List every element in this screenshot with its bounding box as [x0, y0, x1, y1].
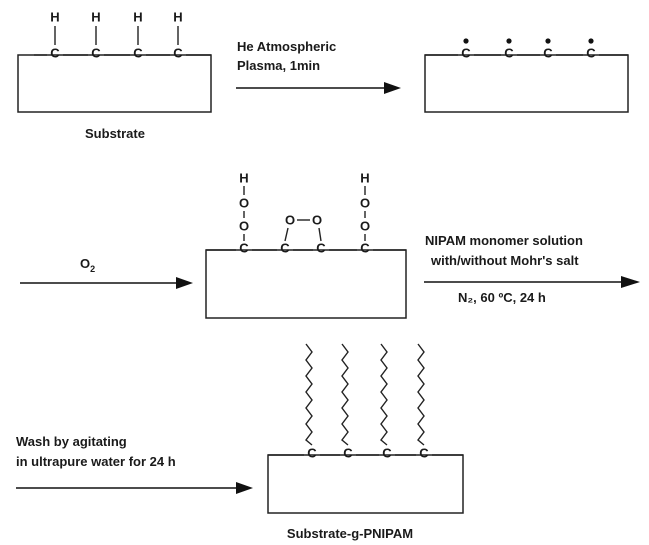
wash-label-line1: Wash by agitating — [16, 434, 127, 449]
wash-arrow: Wash by agitating in ultrapure water for… — [16, 434, 253, 494]
plasma-label-line1: He Atmospheric — [237, 39, 336, 54]
hydrogen-atom: H — [91, 10, 100, 25]
peroxide-substrate: C C C C H O O O O H O O — [205, 171, 407, 319]
polymer-chain — [417, 343, 425, 446]
radical-dot — [545, 38, 551, 44]
carbon-atom: C — [173, 46, 183, 61]
polymer-chain — [305, 343, 313, 446]
nipam-label-line2: with/without Mohr's salt — [430, 253, 579, 268]
carbon-atom: C — [316, 241, 326, 256]
hydrogen-atom: H — [50, 10, 59, 25]
oxygen-atom: O — [285, 213, 295, 228]
hydrogen-atom: H — [133, 10, 142, 25]
substrate-box — [17, 54, 212, 113]
plasma-label-line2: Plasma, 1min — [237, 58, 320, 73]
carbon-atom: C — [133, 46, 143, 61]
carbon-atom: C — [280, 241, 290, 256]
carbon-atom: C — [586, 46, 596, 61]
product-label: Substrate-g-PNIPAM — [287, 526, 413, 541]
carbon-atom: C — [91, 46, 101, 61]
oxygen-atom: O — [239, 196, 249, 211]
carbon-atom: C — [543, 46, 553, 61]
carbon-atom: C — [360, 241, 370, 256]
carbon-atom: C — [343, 446, 353, 461]
oxygen-arrow: O2 — [20, 256, 193, 289]
radical-substrate: C C C C — [424, 38, 629, 113]
radical-dot — [506, 38, 512, 44]
carbon-atom: C — [239, 241, 249, 256]
substrate-box — [267, 454, 464, 514]
grafted-substrate: C C C C Substrate-g-PNIPAM — [267, 343, 464, 541]
polymer-chain — [341, 343, 349, 446]
substrate-box — [205, 249, 407, 319]
oxygen-atom: O — [360, 219, 370, 234]
hydrogen-atom: H — [239, 171, 248, 186]
oxygen-atom: O — [312, 213, 322, 228]
plasma-arrow: He Atmospheric Plasma, 1min — [236, 39, 401, 94]
carbon-atom: C — [307, 446, 317, 461]
substrate-box — [424, 54, 629, 113]
oxygen-atom: O — [360, 196, 370, 211]
carbon-atom: C — [504, 46, 514, 61]
polymer-chain — [380, 343, 388, 446]
nipam-label-line3: N₂, 60 ºC, 24 h — [458, 290, 546, 305]
carbon-atom: C — [461, 46, 471, 61]
wash-label-line2: in ultrapure water for 24 h — [16, 454, 176, 469]
carbon-atom: C — [382, 446, 392, 461]
oxygen-label: O2 — [80, 256, 95, 274]
radical-dot — [463, 38, 469, 44]
hydrogen-atom: H — [173, 10, 182, 25]
nipam-label-line1: NIPAM monomer solution — [425, 233, 583, 248]
substrate-label: Substrate — [85, 126, 145, 141]
carbon-atom: C — [50, 46, 60, 61]
radical-dot — [588, 38, 594, 44]
carbon-atom: C — [419, 446, 429, 461]
substrate-initial: C C C C H H H H Substrate — [17, 10, 212, 141]
nipam-arrow: NIPAM monomer solution with/without Mohr… — [424, 233, 640, 305]
oxygen-atom: O — [239, 219, 249, 234]
hydrogen-atom: H — [360, 171, 369, 186]
